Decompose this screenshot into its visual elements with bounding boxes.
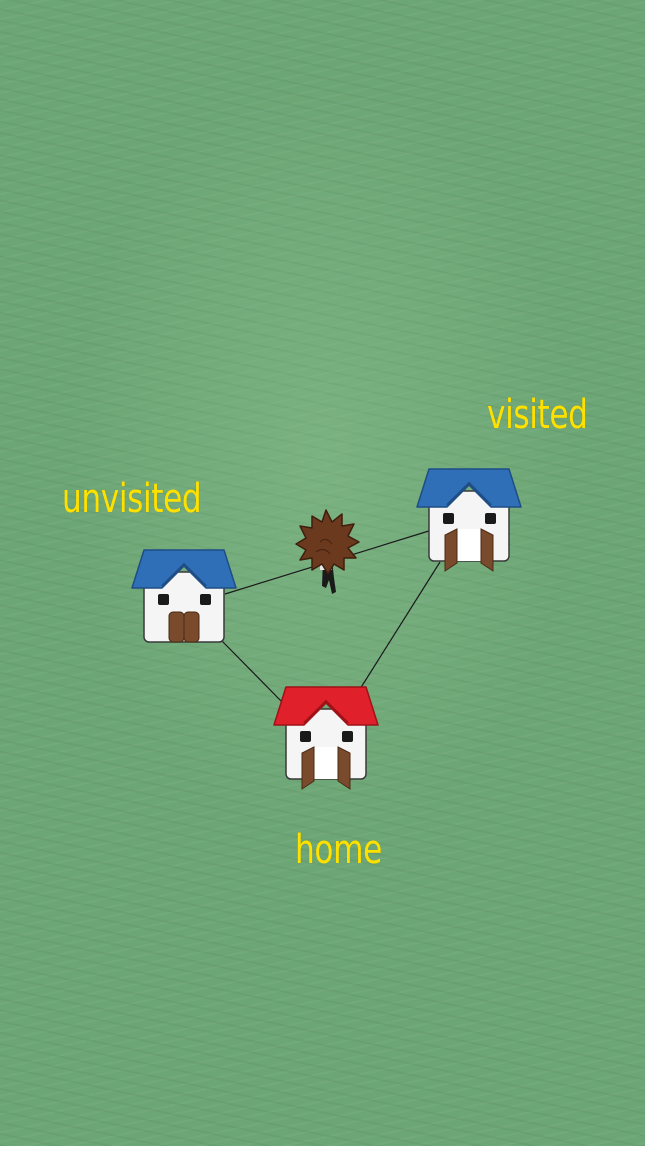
door-left-open [444, 528, 458, 572]
window-left [158, 594, 169, 605]
house-visited[interactable] [416, 468, 522, 572]
door-right [183, 611, 200, 643]
window-left [443, 513, 454, 524]
spiky-hair-character-icon[interactable] [295, 509, 360, 594]
roof-ridge [446, 481, 492, 506]
window-right [200, 594, 211, 605]
window-left [300, 731, 311, 742]
character-hair-detail [315, 538, 333, 555]
label-home: home [295, 827, 382, 873]
doorway [457, 529, 481, 561]
label-visited: visited [487, 392, 588, 438]
roof-red [273, 686, 379, 726]
roof-blue [416, 468, 522, 508]
character-hair [295, 509, 360, 575]
doorway [314, 747, 338, 779]
window-right [342, 731, 353, 742]
roof-ridge [161, 562, 207, 587]
label-unvisited: unvisited [62, 476, 202, 522]
roof-blue [131, 549, 237, 589]
door-left-open [301, 746, 315, 790]
house-unvisited[interactable] [131, 549, 237, 643]
path-unvisited-home [221, 640, 285, 705]
path-visited-home [359, 561, 441, 690]
door-left [168, 611, 185, 643]
roof-ridge [303, 699, 349, 724]
door-right-open [337, 746, 351, 790]
door-right-open [480, 528, 494, 572]
window-right [485, 513, 496, 524]
house-home[interactable] [273, 686, 379, 790]
bottom-strip [0, 1146, 645, 1151]
house-wall [143, 571, 225, 643]
